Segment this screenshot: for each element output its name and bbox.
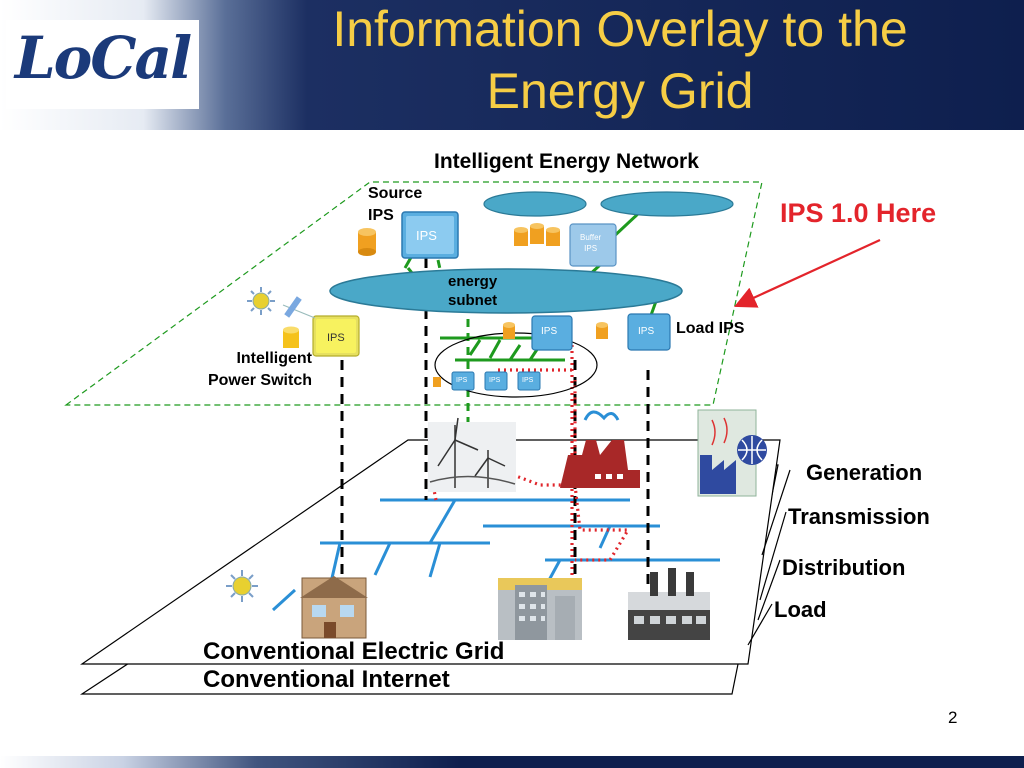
subnet-ellipse-right <box>600 191 734 217</box>
load-ips-node <box>627 313 671 351</box>
sun-icon <box>247 287 275 315</box>
buffer-ips-line2: IPS <box>584 244 598 253</box>
local-logo: LoCal <box>6 20 199 109</box>
source-ips-label: Source IPS <box>368 183 422 227</box>
source-ips-node <box>401 211 459 259</box>
slide-title: Information Overlay to the Energy Grid <box>230 0 1010 122</box>
distribution-label: Distribution <box>782 555 906 580</box>
page-number: 2 <box>948 708 958 727</box>
middle-storage-icon <box>503 322 515 339</box>
middle-ips-box-label: IPS <box>541 326 558 337</box>
information-plane <box>64 181 763 406</box>
energy-subnet-label: energy subnet <box>448 272 497 310</box>
subnet-ellipse-left <box>483 191 587 217</box>
cluster-storage-icon <box>433 377 441 387</box>
load-ips-label: Load IPS <box>676 320 745 337</box>
cluster-ips-1-label: IPS <box>456 377 468 384</box>
industrial-globe-icon <box>697 409 767 497</box>
energy-subnet-line2: subnet <box>448 292 498 309</box>
ips-cluster-outline <box>434 332 598 398</box>
source-ips-box-label: IPS <box>416 228 437 243</box>
source-ips-label-line1: Source <box>368 185 423 202</box>
power-switch-ips-node <box>312 315 360 357</box>
middle-ips-node <box>531 315 573 351</box>
distribution-tick <box>757 559 781 621</box>
office-building-icon <box>498 578 582 640</box>
switch-link <box>282 304 316 319</box>
wind-turbine-icon <box>428 417 516 492</box>
transmission-label: Transmission <box>788 504 930 529</box>
ips-callout: IPS 1.0 Here <box>780 198 937 228</box>
network-heading: Intelligent Energy Network <box>434 150 699 173</box>
generation-label: Generation <box>806 460 923 485</box>
load-ips-box-label: IPS <box>638 326 655 337</box>
switch-storage-icon <box>283 326 299 348</box>
buffer-ips-line1: Buffer <box>580 233 602 242</box>
title-line-1: Information Overlay to the <box>332 1 908 57</box>
logo-text: LoCal <box>14 24 192 92</box>
title-banner: LoCal Information Overlay to the Energy … <box>0 0 1024 130</box>
energy-subnet-line1: energy <box>448 273 498 290</box>
buffer-ips-box-label: Buffer IPS <box>580 232 601 254</box>
grid-plane <box>80 439 781 665</box>
cluster-ips-3-label: IPS <box>522 377 534 384</box>
source-ips-label-line2: IPS <box>368 207 394 224</box>
title-line-2: Energy Grid <box>486 63 754 119</box>
callout-arrow <box>733 238 881 308</box>
buffer-ips-node <box>569 223 617 267</box>
power-plant-icon <box>560 410 640 488</box>
load-label: Load <box>774 597 827 622</box>
cluster-ips-nodes <box>451 371 541 391</box>
power-switch-label: Intelligent Power Switch <box>180 348 312 392</box>
footer-bar <box>0 756 1024 768</box>
factory-icon <box>628 568 710 640</box>
load-tick <box>747 603 773 646</box>
house-icon <box>300 576 368 639</box>
power-switch-line1: Intelligent <box>236 350 312 367</box>
switch-ips-box-label: IPS <box>327 332 345 344</box>
conventional-grid-label: Conventional Electric Grid <box>203 638 505 665</box>
power-switch-line2: Power Switch <box>207 372 312 389</box>
source-storage-icon <box>358 228 376 256</box>
load-storage-icon <box>596 322 608 339</box>
buffer-storage-icon <box>514 223 560 246</box>
energy-subnet <box>329 268 683 314</box>
load-sun-icon <box>226 570 258 602</box>
cluster-ips-2-label: IPS <box>489 377 501 384</box>
generation-tick <box>761 469 791 556</box>
solar-panel-icon <box>284 296 302 318</box>
transmission-tick <box>759 511 787 601</box>
conventional-internet-label: Conventional Internet <box>203 666 450 693</box>
